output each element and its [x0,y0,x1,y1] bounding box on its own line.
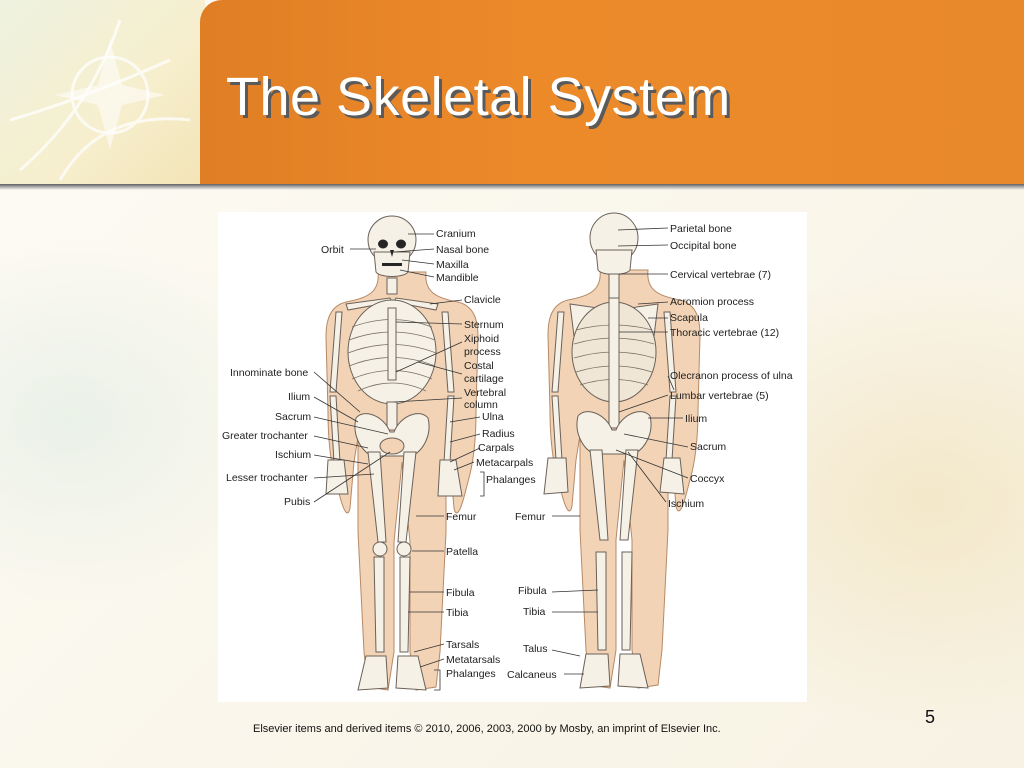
label-leader-lines [313,227,689,691]
label-ischium-posterior: Ischium [668,498,704,510]
label-costal-1: Costal [464,360,494,372]
label-cranium: Cranium [436,228,476,240]
label-ulna: Ulna [482,411,504,423]
title-bar-shadow [0,184,1024,190]
label-thoracic-vertebrae: Thoracic vertebrae (12) [670,327,779,339]
title-bar [200,0,1024,184]
label-occipital-bone: Occipital bone [670,240,737,252]
label-tibia: Tibia [446,607,469,619]
label-tarsals: Tarsals [446,639,479,651]
label-ilium-posterior: Ilium [685,413,707,425]
label-innominate-bone: Innominate bone [230,367,308,379]
label-tibia-posterior: Tibia [523,606,546,618]
label-phalanges-hand: Phalanges [486,474,536,486]
label-vertebral-2: column [464,399,498,411]
label-olecranon-process: Olecranon process of ulna [670,370,793,382]
label-radius: Radius [482,428,515,440]
label-phalanges-foot: Phalanges [446,668,496,680]
decorative-corner-pattern [0,0,205,186]
label-vertebral-1: Vertebral [464,387,506,399]
label-xiphoid-2: process [464,346,501,358]
label-parietal-bone: Parietal bone [670,223,732,235]
label-maxilla: Maxilla [436,259,469,271]
label-scapula: Scapula [670,312,708,324]
label-acromion-process: Acromion process [670,296,754,308]
label-calcaneus: Calcaneus [507,669,557,681]
label-patella: Patella [446,546,478,558]
anterior-skeleton [325,215,479,691]
label-xiphoid-1: Xiphoid [464,333,499,345]
label-lumbar-vertebrae: Lumbar vertebrae (5) [670,390,769,402]
copyright-footer: Elsevier items and derived items © 2010,… [253,723,721,735]
label-pubis: Pubis [284,496,310,508]
slide-number: 5 [925,707,936,727]
label-sternum: Sternum [464,319,504,331]
label-greater-trochanter: Greater trochanter [222,430,308,442]
label-ischium: Ischium [275,449,311,461]
anterior-labels: Cranium Orbit Nasal bone Maxilla Mandibl… [222,228,536,680]
label-carpals: Carpals [478,442,514,454]
label-costal-2: cartilage [464,373,504,385]
label-femur-posterior: Femur [515,511,546,523]
label-fibula-posterior: Fibula [518,585,547,597]
label-sacrum-posterior: Sacrum [690,441,726,453]
label-mandible: Mandible [436,272,479,284]
label-talus: Talus [523,643,548,655]
label-lesser-trochanter: Lesser trochanter [226,472,308,484]
label-nasal-bone: Nasal bone [436,244,489,256]
label-metatarsals: Metatarsals [446,654,500,666]
label-clavicle: Clavicle [464,294,501,306]
skeleton-illustration: Cranium Orbit Nasal bone Maxilla Mandibl… [222,212,793,691]
label-metacarpals: Metacarpals [476,457,533,469]
label-ilium: Ilium [288,391,310,403]
posterior-labels: Parietal bone Occipital bone Cervical ve… [507,223,793,681]
label-femur: Femur [446,511,477,523]
label-sacrum: Sacrum [275,411,311,423]
label-orbit: Orbit [321,244,344,256]
decorative-star-icon [9,19,191,181]
posterior-skeleton [543,212,701,689]
label-cervical-vertebrae: Cervical vertebrae (7) [670,269,771,281]
page-title: The Skeletal System [226,67,731,127]
label-fibula: Fibula [446,587,475,599]
skeleton-diagram: Cranium Orbit Nasal bone Maxilla Mandibl… [218,212,807,702]
label-coccyx: Coccyx [690,473,725,485]
